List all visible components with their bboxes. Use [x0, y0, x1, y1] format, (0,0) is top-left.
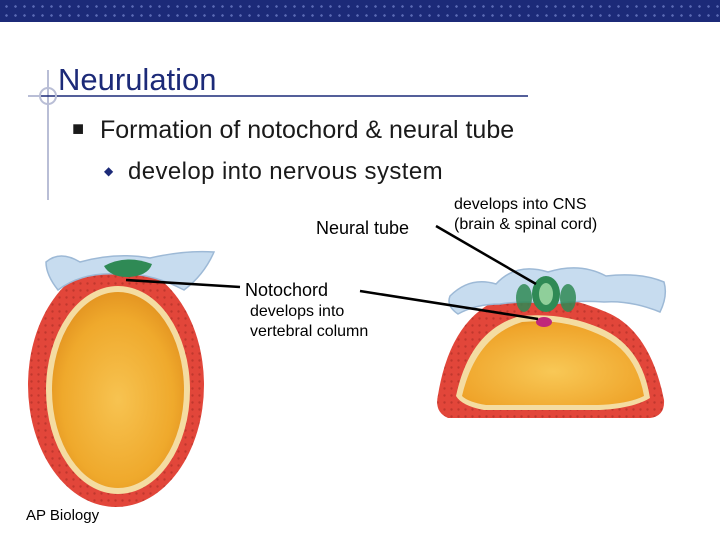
neural-tube-leader-line — [435, 224, 537, 286]
notochord-label: Notochord — [245, 280, 329, 300]
later-embryo-yolk — [462, 321, 644, 405]
notochord-note-line2: vertebral column — [250, 323, 369, 340]
bullet-level1: ■ Formation of notochord & neural tube — [72, 116, 514, 145]
header-bar — [0, 0, 720, 22]
early-embryo-neural-plate — [104, 259, 152, 277]
later-embryo — [437, 267, 667, 418]
neural-tube-note: develops into CNS (brain & spinal cord) — [454, 195, 597, 235]
notochord-note: develops into vertebral column — [250, 302, 368, 342]
later-embryo-somite-right — [560, 284, 576, 312]
diamond-bullet-icon: ◆ — [104, 164, 114, 178]
early-embryo — [28, 250, 216, 507]
notochord-note-line1: develops into — [250, 303, 345, 320]
neural-tube-note-line2: (brain & spinal cord) — [454, 216, 598, 233]
leader-lines — [125, 224, 539, 321]
later-embryo-notochord — [536, 317, 552, 327]
bullet-level2: ◆ develop into nervous system — [104, 158, 443, 186]
neural-tube-label: Neural tube — [316, 218, 410, 238]
square-bullet-icon: ■ — [72, 118, 85, 140]
early-embryo-yolk — [52, 292, 184, 488]
notochord-leader-line-right — [359, 289, 539, 321]
later-embryo-somite-left — [516, 284, 532, 312]
bullet-level2-text: develop into nervous system — [128, 158, 443, 185]
slide-title: Neurulation — [58, 62, 217, 97]
bullet-level1-text: Formation of notochord & neural tube — [100, 116, 515, 144]
header-bar-pattern — [0, 0, 720, 22]
neural-tube-note-line1: develops into CNS — [454, 196, 587, 213]
notochord-leader-line-left — [125, 278, 241, 289]
footer-label: AP Biology — [26, 507, 100, 524]
